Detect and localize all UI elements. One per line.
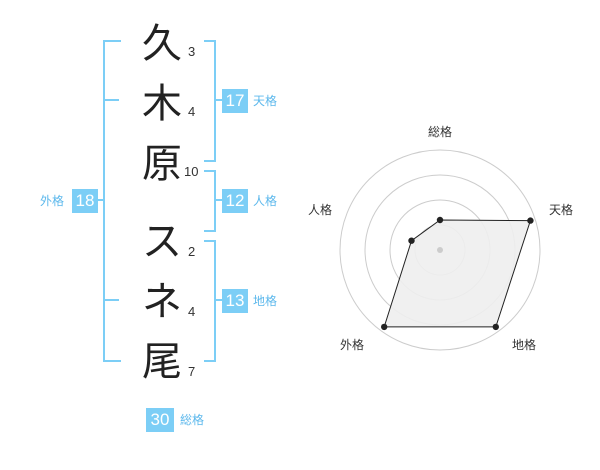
gaikaku-score: 18 (72, 189, 98, 213)
radar-point-1 (436, 216, 444, 224)
radar-axis-label-soukaku: 総格 (428, 125, 453, 139)
gaikaku-tick-2 (105, 299, 119, 301)
name-char-1: 久 (142, 21, 182, 67)
gaikaku-label: 外格 (40, 194, 65, 208)
chikaku-score: 13 (222, 289, 248, 313)
stroke-count-5: 4 (188, 304, 196, 319)
gaikaku-connector (98, 199, 105, 201)
jinkaku-label: 人格 (253, 194, 278, 208)
radar-point-4 (381, 323, 388, 331)
soukaku-score: 30 (146, 408, 174, 432)
radar-axis-label-jinkaku: 人格 (308, 203, 333, 217)
radar-point-5 (408, 237, 415, 244)
tenkaku-connector (214, 99, 222, 101)
tenkaku-label: 天格 (253, 94, 278, 108)
soukaku-label: 総格 (180, 413, 205, 427)
jinkaku-connector (214, 199, 222, 201)
stroke-count-4: 2 (188, 244, 196, 259)
jinkaku-score: 12 (222, 189, 248, 213)
radar-ring-4 (339, 149, 541, 351)
chikaku-label: 地格 (253, 294, 278, 308)
radar-polygon (383, 219, 532, 328)
radar-axis-label-chikaku: 地格 (512, 338, 537, 352)
radar-point-3 (492, 323, 499, 331)
stroke-count-2: 4 (188, 104, 196, 119)
gaikaku-bracket (103, 40, 121, 362)
radar-center-dot (437, 247, 443, 253)
chikaku-connector (214, 299, 222, 301)
gaikaku-tick-1 (105, 99, 119, 101)
name-char-3: 原 (142, 141, 182, 187)
name-char-4: ス (142, 219, 182, 265)
radar-points (381, 216, 534, 331)
stroke-count-1: 3 (188, 44, 196, 59)
tenkaku-bracket (204, 40, 216, 162)
stroke-count-3: 10 (184, 164, 199, 179)
name-char-5: ネ (142, 279, 182, 325)
radar-axis-label-tenkaku: 天格 (549, 203, 574, 217)
radar-axis-label-gaikaku: 外格 (340, 338, 365, 352)
name-char-6: 尾 (142, 339, 182, 385)
name-char-2: 木 (142, 81, 182, 127)
chikaku-bracket (204, 240, 216, 362)
jinkaku-bracket (204, 170, 216, 232)
radar-point-2 (527, 217, 534, 224)
stroke-count-6: 7 (188, 364, 196, 379)
tenkaku-score: 17 (222, 89, 248, 113)
